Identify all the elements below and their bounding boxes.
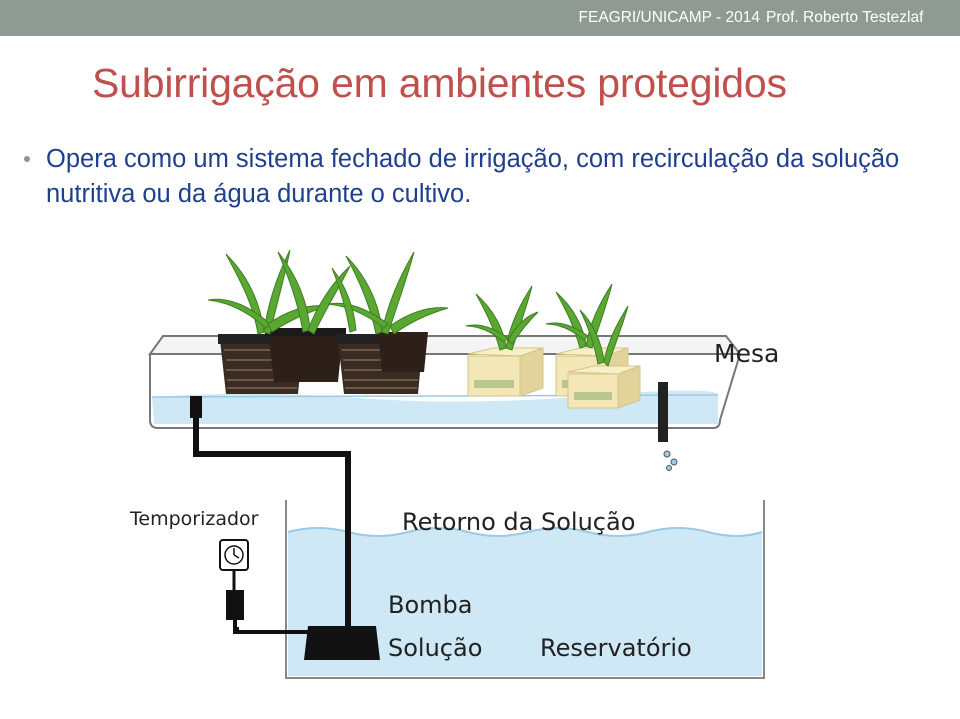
reservoir <box>285 500 765 679</box>
label-temporizador: Temporizador <box>129 508 259 530</box>
pot <box>378 332 428 372</box>
label-retorno: Retorno da Solução <box>402 508 635 536</box>
plants <box>207 249 629 367</box>
growing-block <box>567 365 641 409</box>
header-bar: FEAGRI/UNICAMP - 2014 Prof. Roberto Test… <box>0 0 960 36</box>
subirrigation-diagram: Mesa Temporizador Retorno da Solução Bom… <box>128 232 800 682</box>
author-label: Prof. Roberto Testezlaf <box>766 9 924 26</box>
label-reservatorio: Reservatório <box>540 634 692 662</box>
label-bomba: Bomba <box>388 591 472 619</box>
bullet-dot <box>24 156 30 162</box>
growing-blocks <box>467 347 641 409</box>
drain-return <box>658 382 678 471</box>
pump <box>304 626 380 660</box>
pot <box>265 328 346 382</box>
slide-title: Subirrigação em ambientes protegidos <box>92 60 787 106</box>
growing-block <box>467 347 544 397</box>
course-label: FEAGRI/UNICAMP - 2014 <box>578 9 760 26</box>
timer <box>219 539 308 634</box>
inlet-fitting <box>190 396 202 418</box>
pots <box>218 328 428 394</box>
label-solucao: Solução <box>388 634 482 662</box>
label-mesa: Mesa <box>714 339 779 368</box>
bullet-text: Opera como um sistema fechado de irrigaç… <box>46 145 900 208</box>
